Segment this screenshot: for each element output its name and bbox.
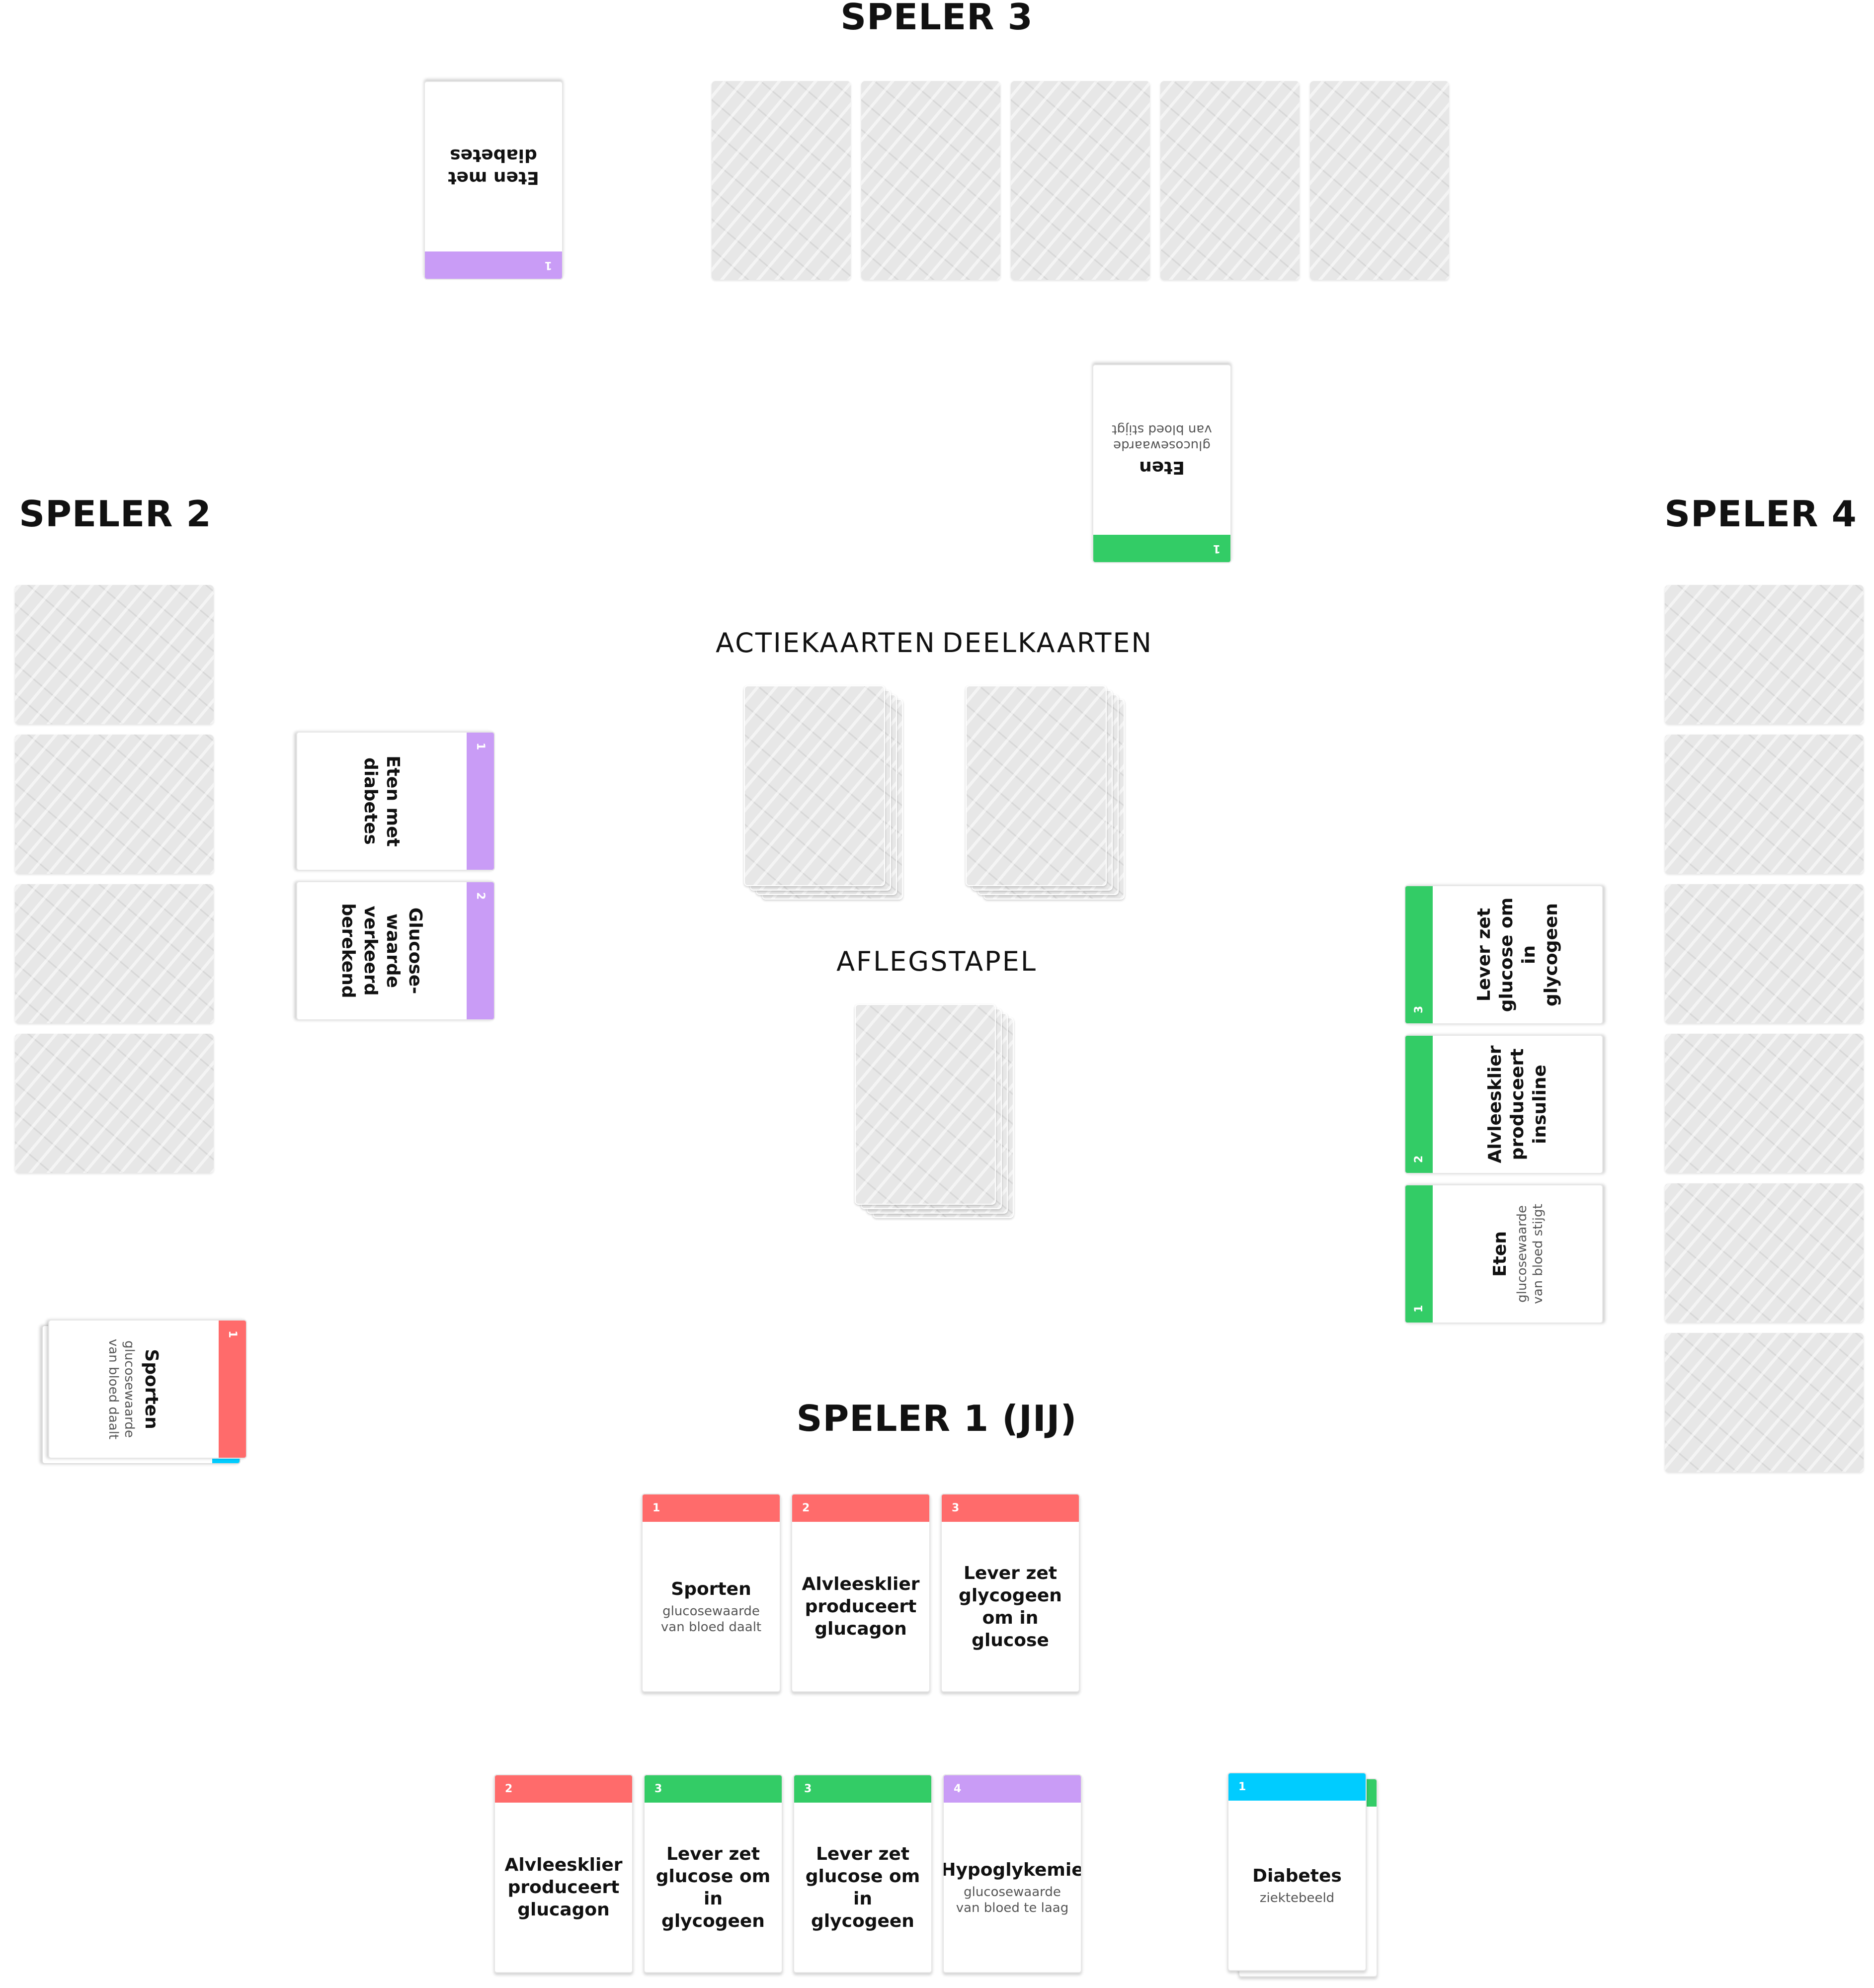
- card-number: 4: [954, 1783, 962, 1795]
- card-title: Lever zet glycogeen om in glucose: [959, 1563, 1062, 1651]
- player-4-hand-card[interactable]: [1665, 1034, 1864, 1173]
- card-title: Eten met diabetes: [448, 145, 539, 188]
- player-2-played-card: 1 Eten met diabetes: [296, 732, 495, 871]
- player-3-played-card: 1 Eten met diabetes: [424, 81, 563, 280]
- player-3-hand-card[interactable]: [1011, 81, 1150, 280]
- card-title: Alvleesklier produceert glucagon: [504, 1855, 623, 1920]
- player-2-hand-card[interactable]: [15, 1034, 214, 1173]
- card-color-band: 1: [643, 1494, 780, 1522]
- player-1-played-card: 2 Alvleesklier produceert glucagon: [791, 1493, 930, 1692]
- card-title: Lever zet glucose om in glycogeen: [655, 1843, 771, 1931]
- player-1-hand-card[interactable]: 3 Lever zet glucose om in glycogeen: [644, 1774, 783, 1973]
- player-4-played-card: 1 Eten glucosewaarde van bloed stijgt: [1404, 1184, 1603, 1324]
- player-1-label: SPELER 1 (JIJ): [796, 1398, 1077, 1439]
- card-title: Lever zet glucose om in glycogeen: [1473, 897, 1561, 1012]
- card-title: Hypoglykemie: [943, 1859, 1082, 1880]
- card-number: 2: [505, 1783, 513, 1795]
- discard-pile-label: AFLEGSTAPEL: [836, 946, 1037, 977]
- player-4-hand-card[interactable]: [1665, 735, 1864, 874]
- card-color-band: 3: [1405, 886, 1433, 1023]
- player-3-label: SPELER 3: [840, 0, 1033, 38]
- card-title: Alvleesklier produceert glucagon: [802, 1574, 920, 1639]
- card-number: 3: [952, 1502, 960, 1514]
- deck-card-back: [744, 685, 885, 886]
- card-color-band: 1: [425, 251, 562, 279]
- card-title: Eten: [1139, 457, 1185, 478]
- player-2-hand-card[interactable]: [15, 735, 214, 874]
- action-card-deck[interactable]: [744, 685, 908, 900]
- card-subtitle: glucosewaarde van bloed daalt: [660, 1603, 762, 1635]
- card-number: 3: [804, 1783, 812, 1795]
- discard-pile[interactable]: [855, 1004, 1019, 1218]
- player-4-hand-card[interactable]: [1665, 1183, 1864, 1323]
- player-4-played-card: 2 Alvleesklier produceert insuline: [1404, 1035, 1603, 1174]
- card-color-band: 1: [1228, 1773, 1366, 1801]
- card-number: 2: [474, 892, 487, 900]
- player-1-disease-card[interactable]: 1 Diabetes ziektebeeld: [1227, 1772, 1367, 1971]
- card-number: 1: [474, 743, 487, 750]
- player-4-hand-card[interactable]: [1665, 1333, 1864, 1472]
- card-title: Sporten: [141, 1349, 162, 1429]
- card-subtitle: ziektebeeld: [1259, 1890, 1335, 1905]
- card-title: Alvleesklier produceert insuline: [1485, 1045, 1550, 1163]
- card-subtitle: glucosewaarde van bloed daalt: [106, 1338, 137, 1440]
- card-color-band: 2: [495, 1775, 632, 1803]
- player-2-played-card: 2 Glucose-waarde verkeerd berekend: [296, 881, 495, 1020]
- card-number: 2: [1413, 1155, 1425, 1163]
- deck-card-back: [855, 1004, 996, 1205]
- player-1-hand-card[interactable]: 3 Lever zet glucose om in glycogeen: [793, 1774, 932, 1973]
- card-color-band: 1: [467, 733, 494, 870]
- player-3-hand-card[interactable]: [861, 81, 1000, 280]
- action-pile-label: ACTIEKAARTEN: [716, 627, 936, 659]
- card-color-band: 4: [944, 1775, 1081, 1803]
- player-3-center-card: 1 Eten glucosewaarde van bloed stijgt: [1092, 364, 1231, 563]
- card-number: 1: [226, 1330, 239, 1338]
- card-title: Lever zet glucose om in glycogeen: [805, 1843, 920, 1931]
- player-1-played-card: 1 Sporten glucosewaarde van bloed daalt: [642, 1493, 781, 1692]
- deal-pile-label: DEELKAARTEN: [942, 627, 1153, 659]
- card-color-band: 1: [1405, 1185, 1433, 1323]
- card-title: Diabetes: [1252, 1865, 1342, 1886]
- card-subtitle: glucosewaarde van bloed stijgt: [1514, 1204, 1546, 1304]
- card-color-band: 3: [645, 1775, 782, 1803]
- card-color-band: 2: [792, 1494, 929, 1522]
- player-2-hand-card[interactable]: [15, 884, 214, 1023]
- card-number: 3: [1413, 1005, 1425, 1013]
- card-number: 1: [652, 1502, 660, 1514]
- card-color-band: 3: [794, 1775, 931, 1803]
- player-1-played-card: 3 Lever zet glycogeen om in glucose: [941, 1493, 1080, 1692]
- player-2-hand-card[interactable]: [15, 585, 214, 724]
- card-number: 1: [1238, 1781, 1246, 1793]
- player-4-label: SPELER 4: [1664, 493, 1857, 535]
- card-color-band: 2: [1405, 1036, 1433, 1173]
- card-color-band: 1: [219, 1321, 246, 1458]
- card-subtitle: glucosewaarde van bloed te laag: [956, 1884, 1069, 1916]
- card-color-band: 1: [1093, 535, 1230, 562]
- card-title: Glucose-waarde verkeerd berekend: [338, 903, 426, 998]
- card-title: Sporten: [671, 1578, 751, 1599]
- card-color-band: 3: [942, 1494, 1079, 1522]
- player-3-hand-card[interactable]: [1160, 81, 1300, 280]
- player-4-hand-card[interactable]: [1665, 884, 1864, 1023]
- card-number: 1: [1213, 542, 1221, 555]
- player-4-hand-card[interactable]: [1665, 585, 1864, 724]
- deal-card-deck[interactable]: [966, 685, 1130, 900]
- player-3-hand-card[interactable]: [1310, 81, 1449, 280]
- player-4-played-card: 3 Lever zet glucose om in glycogeen: [1404, 885, 1603, 1024]
- card-number: 3: [654, 1783, 662, 1795]
- card-color-band: 2: [467, 882, 494, 1019]
- player-1-hand-card[interactable]: 2 Alvleesklier produceert glucagon: [494, 1774, 633, 1973]
- player-3-hand-card[interactable]: [712, 81, 851, 280]
- card-number: 2: [802, 1502, 810, 1514]
- card-number: 1: [544, 259, 552, 271]
- deck-card-back: [966, 685, 1107, 886]
- player-2-stack-card: 1 Sporten glucosewaarde van bloed daalt: [48, 1320, 247, 1459]
- player-2-label: SPELER 2: [19, 493, 212, 535]
- card-title: Eten met diabetes: [360, 755, 404, 847]
- card-number: 1: [1413, 1305, 1425, 1313]
- card-subtitle: glucosewaarde van bloed stijgt: [1112, 422, 1212, 453]
- player-1-hand-card[interactable]: 4 Hypoglykemie glucosewaarde van bloed t…: [943, 1774, 1082, 1973]
- card-title: Eten: [1489, 1231, 1510, 1277]
